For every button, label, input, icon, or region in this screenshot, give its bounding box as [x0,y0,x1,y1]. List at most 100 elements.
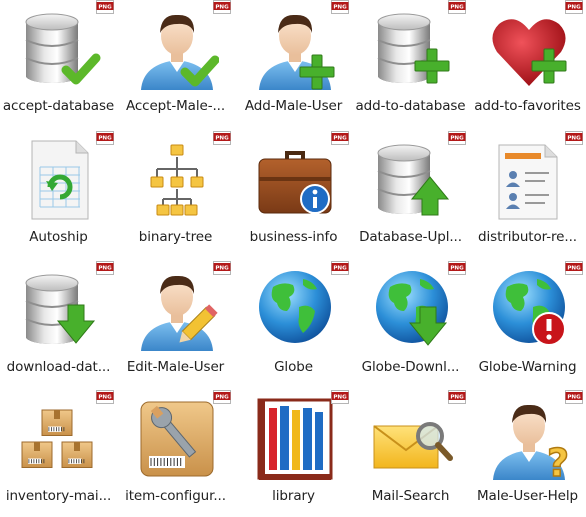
png-badge-icon: PNG [213,131,231,145]
png-badge-icon: PNG [448,0,466,14]
grid-item-database-check[interactable]: PNG accept-database [0,0,117,127]
png-badge-icon: PNG [96,0,114,14]
globe-icon [259,271,331,343]
grid-item-mail-search[interactable]: PNG Mail-Search [352,390,469,517]
grid-item-database-download[interactable]: PNG download-dat... [0,261,117,388]
svg-text:PNG: PNG [333,266,347,272]
svg-text:PNG: PNG [215,5,229,11]
grid-item-globe[interactable]: PNG Globe [235,261,352,388]
svg-text:PNG: PNG [450,5,464,11]
png-badge-icon: PNG [565,261,583,275]
grid-item-boxes[interactable]: PNG inventory-mai... [0,390,117,517]
png-badge-icon: PNG [96,131,114,145]
grid-item-label: Database-Upl... [359,229,462,245]
grid-item-label: inventory-mai... [5,488,112,504]
grid-item-tree-diagram[interactable]: PNG binary-tree [117,131,234,258]
png-badge-icon: PNG [448,390,466,404]
database-add-icon [377,13,450,84]
grid-item-label: Add-Male-User [244,98,343,114]
document-users-icon [498,144,558,220]
png-badge-icon: PNG [213,261,231,275]
grid-item-box-wrench[interactable]: PNG item-configur... [117,390,234,517]
svg-text:PNG: PNG [215,136,229,142]
user-help-icon: ? [493,404,570,480]
png-badge-icon: PNG [448,261,466,275]
database-check-icon [25,13,101,85]
globe-download-icon [376,271,448,346]
grid-item-briefcase-info[interactable]: PNG business-info [235,131,352,258]
grid-item-database-add[interactable]: PNG add-to-database [352,0,469,127]
user-check-icon [141,14,219,90]
grid-item-label: Accept-Male-... [125,98,226,114]
grid-item-label: business-info [249,229,338,245]
user-add-icon [259,14,335,90]
mail-search-icon [373,422,453,469]
grid-item-label: Edit-Male-User [126,359,225,375]
document-refresh-icon [31,140,89,220]
svg-text:PNG: PNG [98,266,112,272]
grid-item-label: Globe [274,359,313,375]
database-download-icon [25,274,96,344]
svg-text:?: ? [547,441,569,480]
svg-text:PNG: PNG [98,136,112,142]
user-edit-icon [141,275,218,351]
grid-item-label: distributor-re... [478,229,577,245]
grid-item-globe-warning[interactable]: PNG Globe-Warning [469,261,586,388]
svg-text:PNG: PNG [450,395,464,401]
globe-warning-icon [493,271,566,346]
png-badge-icon: PNG [331,261,349,275]
svg-text:PNG: PNG [333,395,347,401]
grid-item-label: Autoship [29,229,88,245]
tree-diagram-icon [150,144,204,216]
svg-text:PNG: PNG [98,5,112,11]
png-badge-icon: PNG [331,0,349,14]
grid-item-label: item-configur... [125,488,226,504]
svg-text:PNG: PNG [215,395,229,401]
grid-item-label: accept-database [2,98,115,114]
png-badge-icon: PNG [213,390,231,404]
svg-text:PNG: PNG [333,136,347,142]
grid-item-user-edit[interactable]: PNG Edit-Male-User [117,261,234,388]
grid-item-label: add-to-favorites [474,98,581,114]
png-badge-icon: PNG [96,261,114,275]
svg-text:PNG: PNG [450,266,464,272]
png-badge-icon: PNG [213,0,231,14]
png-badge-icon: PNG [331,131,349,145]
grid-item-database-upload[interactable]: PNG Database-Upl... [352,131,469,258]
png-badge-icon: PNG [565,0,583,14]
png-badge-icon: PNG [448,131,466,145]
png-badge-icon: PNG [565,131,583,145]
svg-text:PNG: PNG [567,266,581,272]
grid-item-label: binary-tree [138,229,213,245]
grid-item-label: Globe-Warning [478,359,577,375]
briefcase-info-icon [258,151,332,214]
png-badge-icon: PNG [565,390,583,404]
box-wrench-icon [140,401,214,477]
png-badge-icon: PNG [331,390,349,404]
grid-item-user-add[interactable]: PNG Add-Male-User [235,0,352,127]
png-badge-icon: PNG [96,390,114,404]
svg-text:PNG: PNG [215,266,229,272]
grid-item-user-help[interactable]: ? PNG Male-User-Help [469,390,586,517]
grid-item-label: Mail-Search [371,488,450,504]
database-upload-icon [377,144,450,216]
svg-text:PNG: PNG [333,5,347,11]
boxes-icon [21,409,93,468]
svg-text:PNG: PNG [567,395,581,401]
svg-text:PNG: PNG [567,5,581,11]
grid-item-globe-download[interactable]: PNG Globe-Downl... [352,261,469,388]
grid-item-label: Male-User-Help [476,488,578,504]
grid-item-document-users[interactable]: PNG distributor-re... [469,131,586,258]
svg-text:PNG: PNG [450,136,464,142]
grid-item-heart-add[interactable]: PNG add-to-favorites [469,0,586,127]
grid-item-label: library [272,488,315,504]
grid-item-label: download-dat... [6,359,111,375]
grid-item-user-check[interactable]: PNG Accept-Male-... [117,0,234,127]
books-icon [257,398,333,480]
svg-text:PNG: PNG [567,136,581,142]
grid-item-document-refresh[interactable]: PNG Autoship [0,131,117,258]
grid-item-books[interactable]: PNG library [235,390,352,517]
svg-text:PNG: PNG [98,395,112,401]
grid-item-label: Globe-Downl... [361,359,460,375]
